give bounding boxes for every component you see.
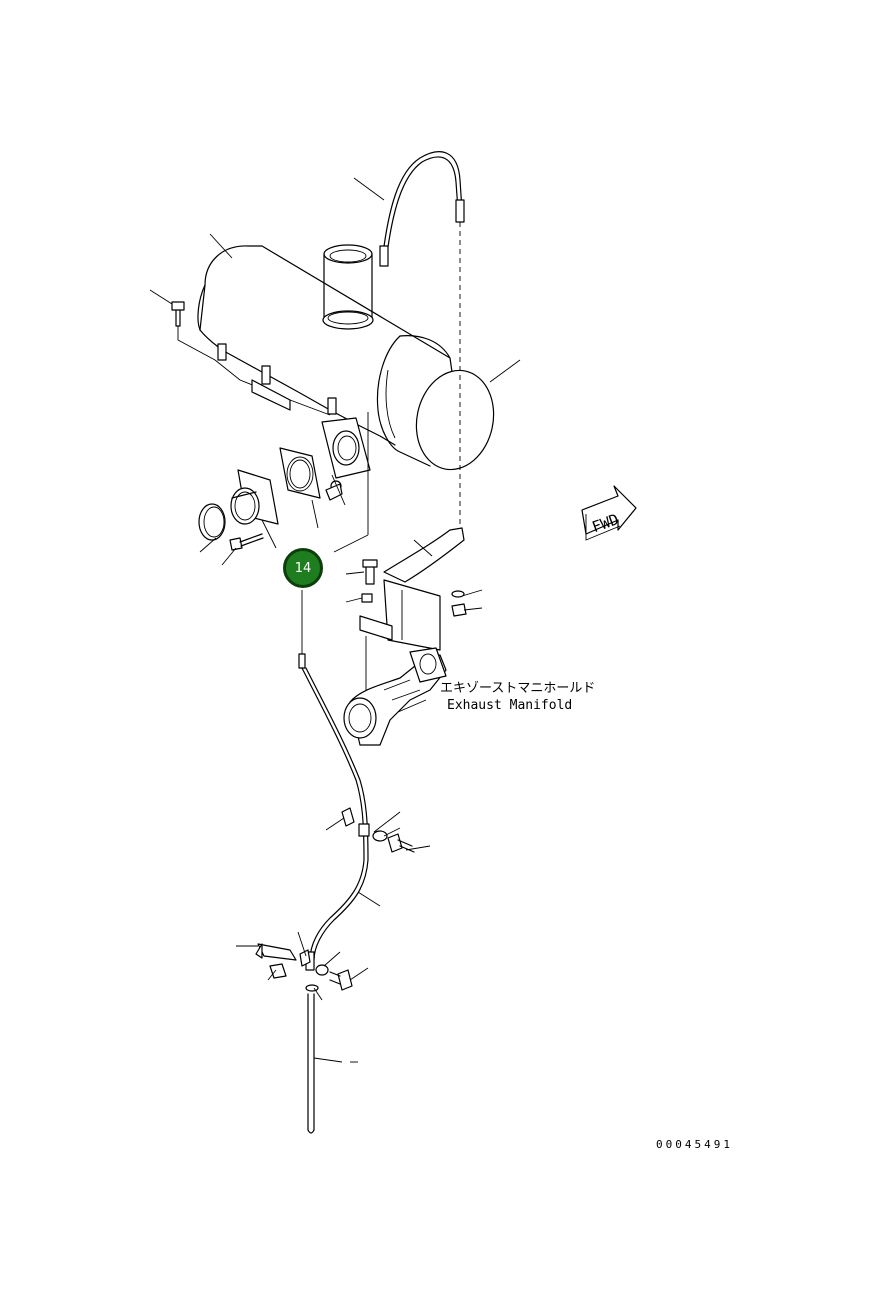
lower-pipe <box>307 993 315 1134</box>
tube-clamp-hardware <box>341 807 415 853</box>
ring-clamp <box>198 503 226 541</box>
exhaust-manifold <box>343 647 447 746</box>
lower-bracket <box>255 943 353 992</box>
callout-number: 14 <box>294 560 312 576</box>
drawing-number: 00045491 <box>656 1138 733 1151</box>
flange-pipe <box>230 469 279 525</box>
flange-bolt <box>229 533 264 551</box>
muffler-support-bracket <box>359 527 467 690</box>
fwd-direction-arrow: FWD <box>581 485 637 541</box>
manifold-label-en: Exhaust Manifold <box>447 698 572 713</box>
tailpipe <box>322 244 374 330</box>
part-callout-14[interactable]: 14 <box>283 548 323 588</box>
probe-tube <box>298 590 370 971</box>
sensor-tube <box>379 151 465 530</box>
muffler-inlet-flange <box>321 412 371 535</box>
muffler-brackets <box>171 301 337 416</box>
leader-lines <box>149 177 521 1063</box>
manifold-label-jp: エキゾーストマニホールド <box>440 681 595 696</box>
